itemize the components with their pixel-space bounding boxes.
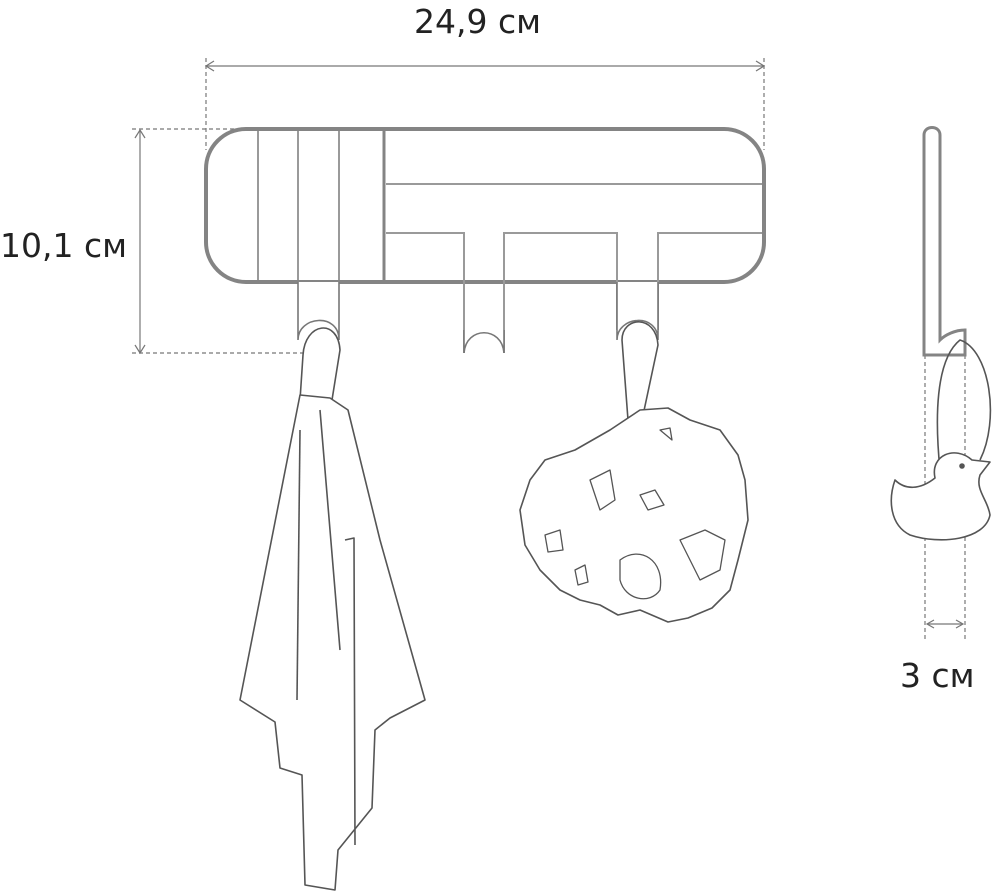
duck (890, 339, 992, 541)
height-label: 10,1 см (0, 226, 128, 265)
sponge (519, 321, 749, 623)
towel (239, 327, 426, 891)
height-dimension (132, 128, 305, 355)
rack-front (204, 127, 766, 353)
width-dimension (204, 58, 766, 150)
rack-side (922, 126, 967, 357)
depth-label: 3 см (900, 656, 975, 695)
width-label: 24,9 см (414, 2, 542, 41)
hooks (297, 282, 659, 354)
